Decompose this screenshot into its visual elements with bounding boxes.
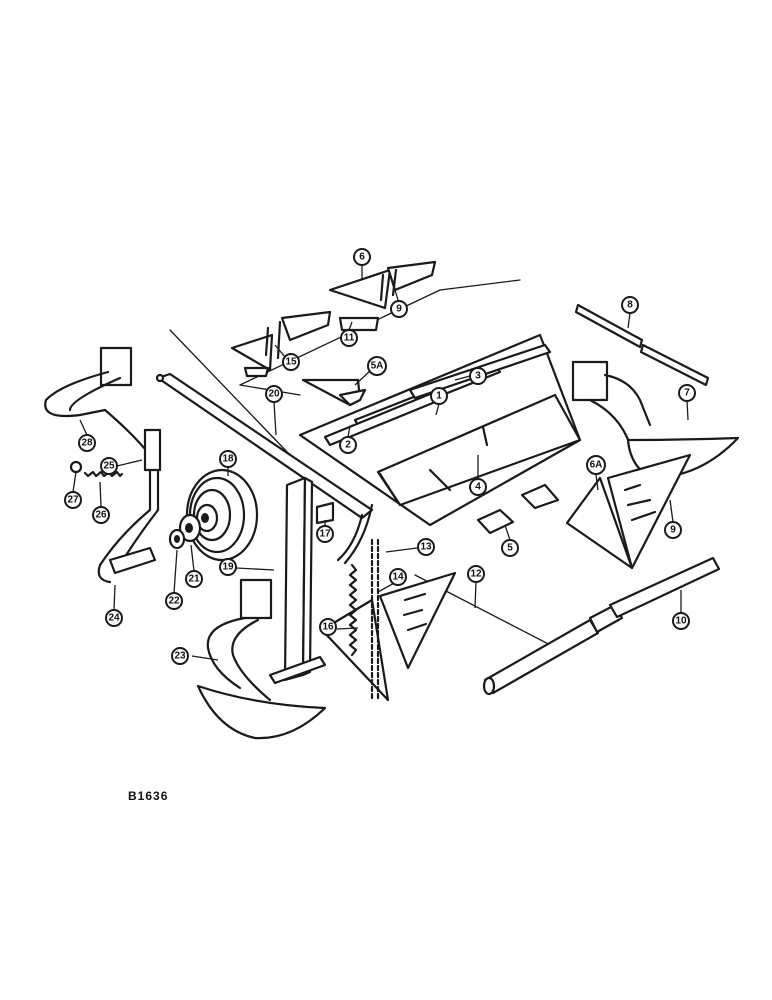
- bracket-plate-9: [386, 260, 437, 292]
- svg-text:11: 11: [344, 333, 355, 344]
- chain-13: [370, 538, 380, 702]
- callout-3: 3: [469, 367, 487, 385]
- callout-27: 27: [64, 491, 82, 509]
- svg-text:5A: 5A: [371, 361, 384, 372]
- svg-text:23: 23: [174, 651, 186, 662]
- svg-text:15: 15: [285, 357, 297, 368]
- callout-2: 2: [339, 436, 357, 454]
- strap-20: [155, 372, 374, 565]
- svg-text:12: 12: [470, 569, 482, 580]
- ring-27: [69, 460, 83, 474]
- svg-text:27: 27: [67, 495, 79, 506]
- triangle-plate: [320, 571, 457, 702]
- callout-21: 21: [185, 570, 203, 588]
- spring-26: [83, 470, 124, 478]
- callout-13: 13: [417, 538, 435, 556]
- callout-18: 18: [219, 450, 237, 468]
- callout-19: 19: [219, 558, 237, 576]
- svg-text:3: 3: [475, 371, 481, 382]
- callout-20: 20: [265, 385, 283, 403]
- callout-7: 7: [678, 384, 696, 402]
- callout-26: 26: [92, 506, 110, 524]
- leader-lines: [72, 265, 689, 661]
- svg-text:10: 10: [675, 616, 687, 627]
- bracket-5-pair: [476, 483, 560, 535]
- bracket-11: [338, 316, 380, 332]
- svg-text:17: 17: [319, 529, 331, 540]
- callout-22: 22: [165, 592, 183, 610]
- bracket-5a: [301, 378, 367, 407]
- callout-14: 14: [389, 568, 407, 586]
- callout-28: 28: [78, 434, 96, 452]
- hub-21: [178, 513, 202, 543]
- svg-text:9: 9: [396, 304, 402, 315]
- post-19: [268, 476, 327, 685]
- callout-6: 6: [353, 248, 371, 266]
- callout-23: 23: [171, 647, 189, 665]
- crank-arm-24: [44, 346, 162, 584]
- callout-12: 12: [467, 565, 485, 583]
- figure-code: B1636: [128, 789, 169, 803]
- callout-17: 17: [316, 525, 334, 543]
- svg-text:4: 4: [475, 482, 481, 493]
- svg-text:9: 9: [670, 525, 676, 536]
- callout-1: 1: [430, 387, 448, 405]
- callout-25: 25: [100, 457, 118, 475]
- callout-15: 15: [282, 353, 300, 371]
- tube-10: [482, 556, 721, 696]
- svg-text:28: 28: [81, 438, 93, 449]
- svg-text:16: 16: [322, 622, 334, 633]
- svg-text:2: 2: [345, 440, 351, 451]
- upper-bracket-assembly: [230, 260, 437, 378]
- svg-text:22: 22: [168, 596, 180, 607]
- svg-text:25: 25: [103, 461, 115, 472]
- divider-shoe-23: [196, 578, 327, 740]
- callout-6a: 6A: [586, 455, 606, 475]
- callout-11: 11: [340, 329, 358, 347]
- callout-5: 5: [501, 539, 519, 557]
- svg-text:6A: 6A: [590, 460, 603, 471]
- callout-9-top: 9: [390, 300, 408, 318]
- deck-pan-4: [298, 333, 582, 527]
- svg-text:7: 7: [684, 388, 690, 399]
- callout-24: 24: [105, 609, 123, 627]
- callout-5a: 5A: [367, 356, 387, 376]
- svg-text:21: 21: [188, 574, 200, 585]
- callout-8: 8: [621, 296, 639, 314]
- bracket-plate-6: [328, 268, 392, 310]
- svg-text:8: 8: [627, 300, 633, 311]
- bracket-plate-15b: [280, 310, 332, 342]
- callout-10: 10: [672, 612, 690, 630]
- strap-8: [574, 303, 710, 387]
- svg-text:20: 20: [268, 389, 280, 400]
- pulley-18: [185, 468, 259, 562]
- svg-text:19: 19: [222, 562, 234, 573]
- side-plate-6a: [565, 453, 692, 570]
- svg-text:24: 24: [108, 613, 120, 624]
- svg-text:18: 18: [222, 454, 234, 465]
- spring-16: [348, 563, 358, 657]
- svg-text:6: 6: [359, 252, 365, 263]
- svg-text:26: 26: [95, 510, 107, 521]
- washer-22: [168, 528, 186, 550]
- svg-text:5: 5: [507, 543, 513, 554]
- svg-text:13: 13: [420, 542, 432, 553]
- callout-16: 16: [319, 618, 337, 636]
- callout-4: 4: [469, 478, 487, 496]
- svg-text:1: 1: [436, 391, 442, 402]
- svg-text:14: 14: [392, 572, 404, 583]
- clip-17: [315, 501, 335, 525]
- bracket-plate-15a: [230, 333, 274, 372]
- callout-9-right: 9: [664, 521, 682, 539]
- callouts: 1 2 3 4 5 5A 6 6A 7 8 9 9 10 11 12 13 14…: [64, 248, 696, 665]
